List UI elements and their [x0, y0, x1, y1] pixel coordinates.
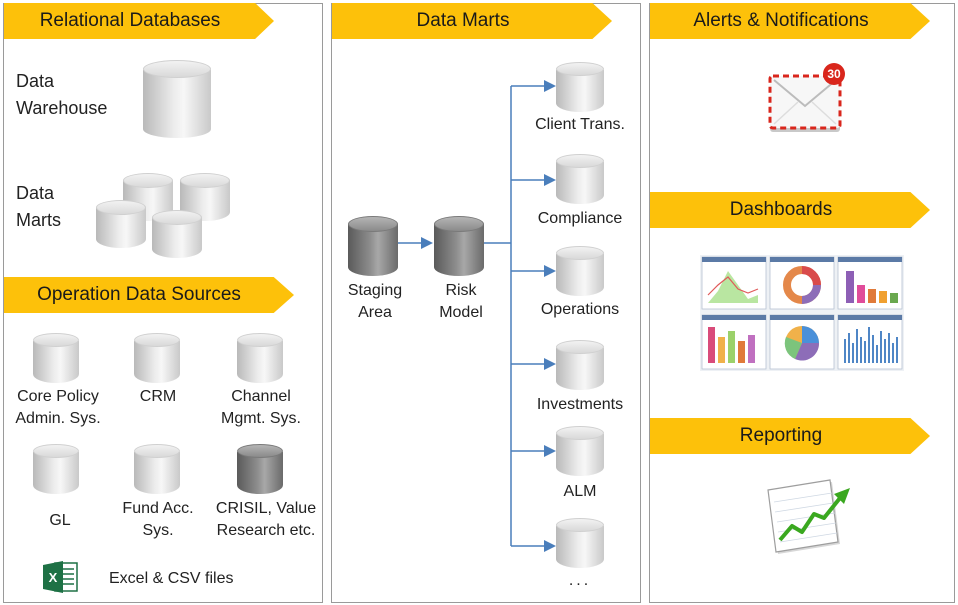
mart-alm-cylinder	[556, 426, 604, 476]
mart-cylinder-c	[96, 200, 146, 248]
source-label-gl: GL	[49, 512, 71, 529]
channel-cylinder	[237, 333, 283, 383]
mart-cylinder-d	[152, 210, 202, 258]
crm-cylinder	[134, 333, 180, 383]
source-label-core-policy: Core Policy Admin. Sys.	[15, 388, 101, 427]
excel-icon: X	[41, 560, 79, 594]
alerts-banner: Alerts & Notifications	[650, 3, 930, 39]
gl-cylinder	[33, 444, 79, 494]
fund-acc-cylinder	[134, 444, 180, 494]
mart-client-trans-cylinder	[556, 62, 604, 112]
operation-data-sources-banner: Operation Data Sources	[4, 277, 294, 313]
alerts-title: Alerts & Notifications	[693, 10, 869, 31]
data-marts-title: Data Marts	[416, 10, 510, 31]
reporting-banner: Reporting	[650, 418, 930, 454]
source-label-channel: Channel Mgmt. Sys.	[220, 388, 301, 427]
data-warehouse-label: Data Warehouse	[16, 71, 108, 118]
staging-area-label: Staging Area	[347, 282, 403, 321]
mart-label-alm: ALM	[563, 483, 597, 500]
mart-investments-cylinder	[556, 340, 604, 390]
relational-databases-banner: Relational Databases	[4, 3, 274, 39]
excel-csv-label: Excel & CSV files	[109, 570, 234, 587]
crisil-cylinder	[237, 444, 283, 494]
source-label-crisil: CRISIL, Value Research etc.	[215, 500, 317, 539]
data-marts-banner: Data Marts	[332, 3, 612, 39]
mart-label-more: ...	[568, 572, 592, 589]
data-warehouse-cylinder	[143, 60, 211, 138]
operation-data-sources-title: Operation Data Sources	[37, 284, 241, 305]
dashboards-banner: Dashboards	[650, 192, 930, 228]
mart-label-client-trans: Client Trans.	[535, 116, 625, 133]
source-label-crm: CRM	[139, 388, 177, 405]
source-label-fund-acc: Fund Acc. Sys.	[122, 500, 194, 539]
mart-operations-cylinder	[556, 246, 604, 296]
envelope-icon: 30	[768, 62, 848, 138]
relational-databases-title: Relational Databases	[39, 10, 221, 31]
mart-label-investments: Investments	[536, 396, 624, 413]
mart-compliance-cylinder	[556, 154, 604, 204]
data-marts-label: Data Marts	[16, 183, 61, 230]
mart-label-compliance: Compliance	[537, 210, 623, 227]
mart-more-cylinder	[556, 518, 604, 568]
risk-model-cylinder	[434, 216, 484, 276]
mart-label-operations: Operations	[540, 301, 620, 318]
dashboard-thumbnail	[700, 255, 904, 371]
svg-text:X: X	[49, 570, 58, 585]
dashboards-title: Dashboards	[729, 199, 833, 220]
core-policy-cylinder	[33, 333, 79, 383]
staging-area-cylinder	[348, 216, 398, 276]
reporting-title: Reporting	[739, 425, 823, 446]
risk-model-label: Risk Model	[439, 282, 483, 321]
notification-badge: 30	[827, 67, 841, 81]
chart-growth-icon	[760, 478, 854, 556]
